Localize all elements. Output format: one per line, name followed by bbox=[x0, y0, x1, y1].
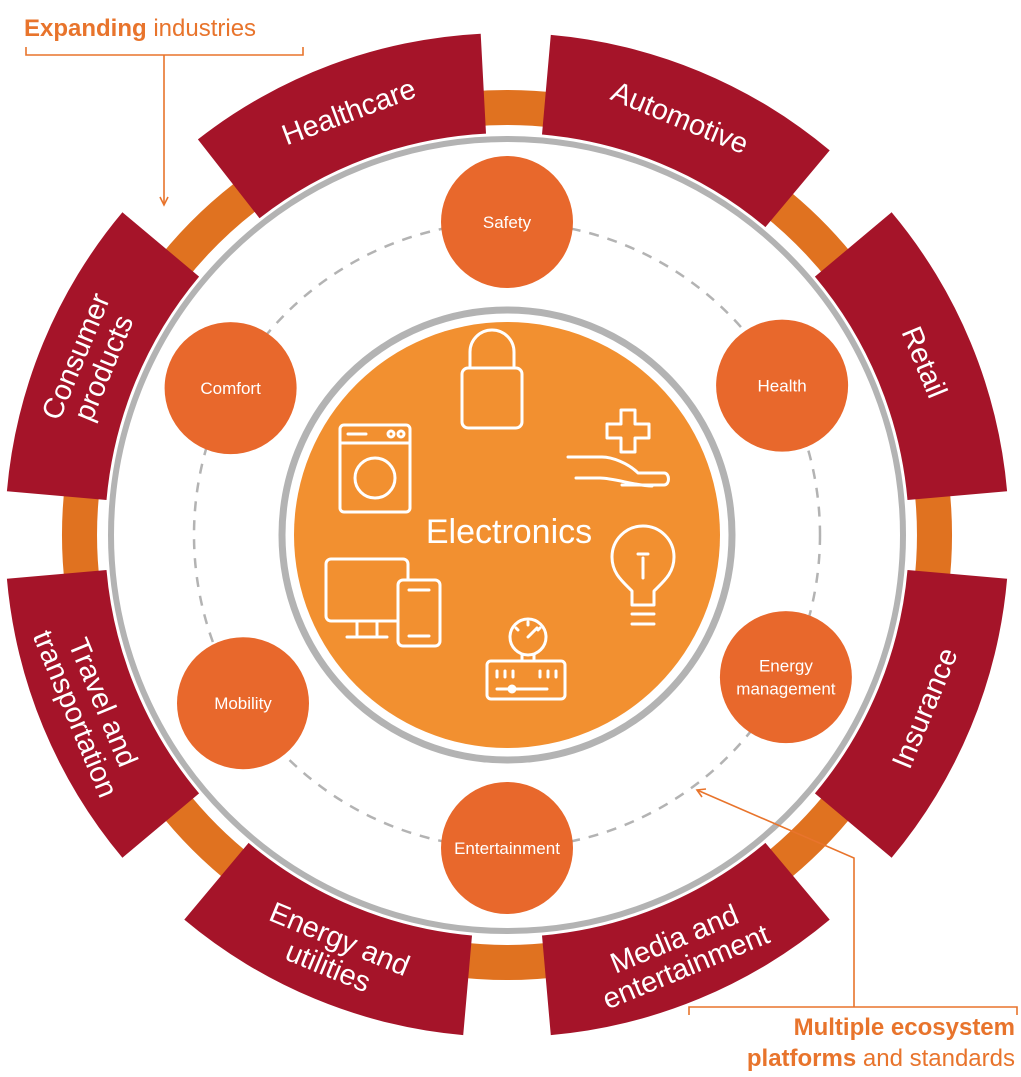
industry-band-insurance bbox=[814, 570, 1008, 858]
capability-node-mobility: Mobility bbox=[177, 637, 309, 770]
capability-node-circle bbox=[719, 611, 852, 744]
capability-node-label: management bbox=[736, 680, 836, 699]
industry-band-retail bbox=[814, 212, 1008, 501]
capability-node-label: Safety bbox=[483, 213, 532, 232]
capability-node-circle bbox=[441, 782, 573, 914]
capability-node-circle bbox=[177, 637, 309, 770]
dashed-orbit bbox=[192, 220, 822, 850]
industry-connector-segment bbox=[156, 175, 266, 283]
center-label: Electronics bbox=[426, 513, 592, 551]
callout-bold-text: platforms bbox=[746, 1045, 857, 1072]
callout-normal-text: industries bbox=[146, 15, 257, 42]
outer-gray-ring bbox=[108, 136, 906, 934]
thermostat-gauge-icon bbox=[485, 617, 567, 701]
callout-bold-text: Multiple ecosystem bbox=[793, 1014, 1015, 1041]
capability-node-label: Entertainment bbox=[454, 839, 560, 858]
capability-node-label: Health bbox=[758, 377, 807, 396]
capability-node-safety: Safety bbox=[441, 156, 573, 288]
capability-node-circle bbox=[164, 322, 297, 455]
industry-connector-segment bbox=[156, 787, 255, 886]
industry-connector-segment bbox=[468, 89, 562, 129]
capability-node-circle bbox=[441, 156, 573, 288]
capability-node-label: Comfort bbox=[200, 379, 261, 398]
capability-node-entertainment: Entertainment bbox=[441, 782, 573, 914]
bottom-callout-arrowhead bbox=[695, 788, 707, 798]
hand-medical-cross-icon bbox=[566, 408, 670, 488]
capability-node-comfort: Comfort bbox=[164, 322, 297, 455]
industry-connector-segment bbox=[452, 941, 562, 981]
capability-node-label: Energy bbox=[759, 657, 813, 676]
expanding-industries-callout: Expanding industries bbox=[24, 14, 256, 44]
lightbulb-icon bbox=[610, 524, 676, 626]
callout-bold-text: Expanding bbox=[24, 15, 147, 42]
top-callout-arrowhead bbox=[159, 196, 169, 207]
industry-connector-segment bbox=[61, 480, 101, 590]
capability-node-health: Health bbox=[716, 319, 849, 452]
bottom-callout-bracket bbox=[688, 789, 1018, 1015]
industry-band-media-and-entertainment bbox=[542, 842, 830, 1036]
inner-gray-ring bbox=[278, 306, 736, 764]
industry-band-travel-and-transportation bbox=[6, 570, 200, 858]
washing-machine-icon bbox=[338, 423, 412, 514]
industry-band-automotive bbox=[542, 34, 830, 228]
capability-node-energy-management: Energy management bbox=[719, 611, 852, 744]
capability-node-label: Mobility bbox=[214, 694, 272, 713]
industry-band-energy-and-utilities bbox=[184, 842, 473, 1036]
industry-bands bbox=[6, 33, 1008, 1036]
industry-connector-segment bbox=[913, 480, 953, 590]
industry-band-healthcare bbox=[197, 33, 486, 219]
industry-connector-segment bbox=[759, 787, 858, 886]
industry-band-consumer-products bbox=[6, 212, 200, 501]
capability-node-circle bbox=[716, 319, 849, 452]
industry-connector-segment bbox=[759, 184, 858, 283]
padlock-icon bbox=[460, 328, 524, 430]
industry-connectors bbox=[61, 89, 953, 981]
ecosystem-platforms-callout: Multiple ecosystem platforms and standar… bbox=[660, 1012, 1015, 1074]
top-callout-bracket bbox=[25, 47, 304, 205]
monitor-tablet-icon bbox=[324, 557, 442, 648]
callout-normal-text: and standards bbox=[856, 1045, 1015, 1072]
